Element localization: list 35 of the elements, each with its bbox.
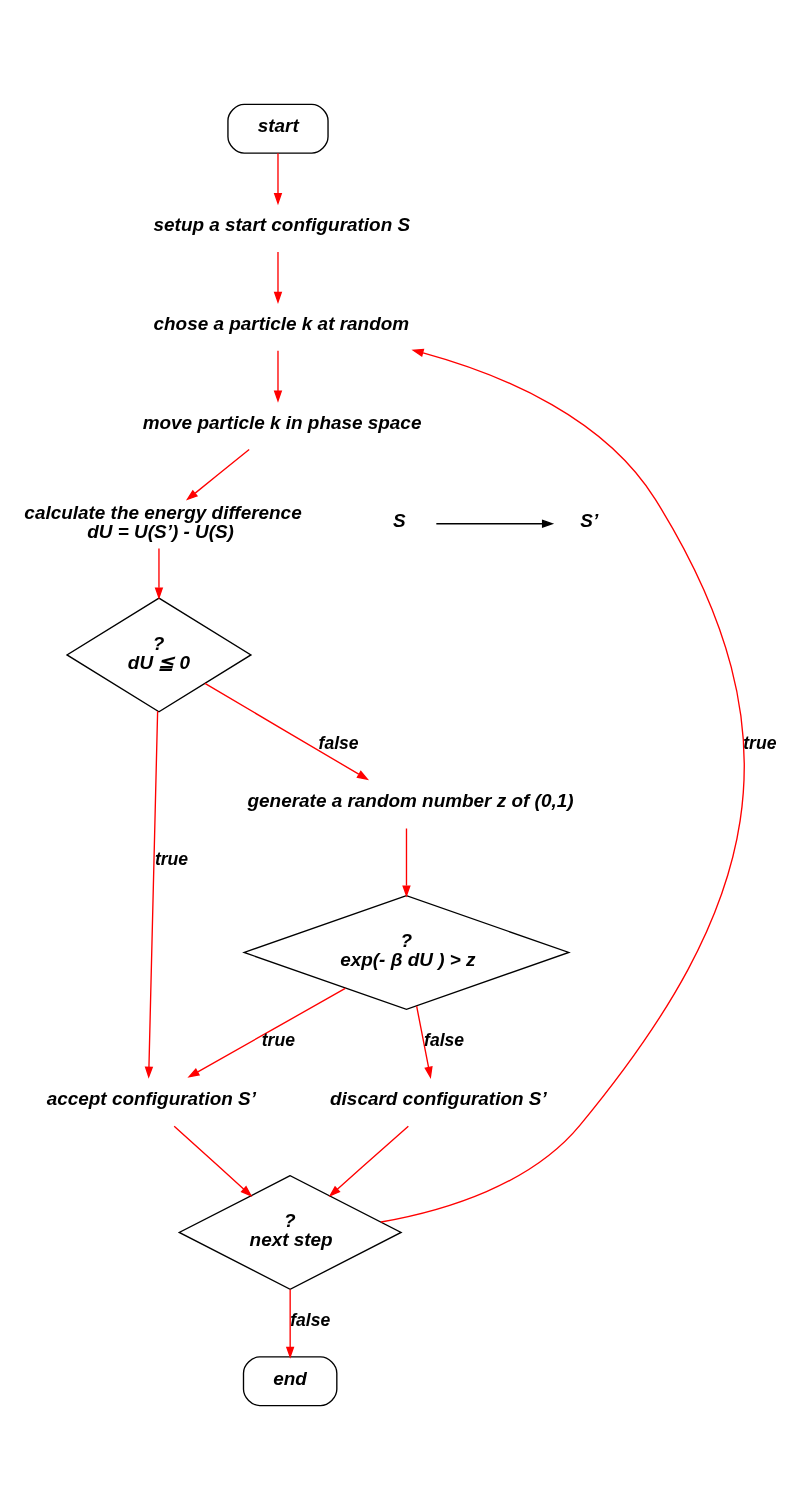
arrow xyxy=(285,1288,295,1359)
node-text: discard configuration S’ xyxy=(330,1087,547,1109)
arrow xyxy=(273,350,283,403)
edge-label: true xyxy=(261,1030,295,1051)
arrow xyxy=(144,710,159,1079)
arrow xyxy=(204,682,370,781)
node-text: chose a particle k at random xyxy=(153,312,410,334)
node-box: start xyxy=(227,103,329,154)
node-text: S xyxy=(392,510,406,532)
edge-label: false xyxy=(290,1310,331,1331)
arrow xyxy=(435,519,555,528)
node-diamond: ? dU ≦ 0 xyxy=(65,597,253,713)
node-diamond: ? next step xyxy=(177,1174,403,1291)
edge-label: true xyxy=(154,849,189,870)
arrow xyxy=(187,987,346,1078)
arrow xyxy=(415,1005,433,1079)
arrow xyxy=(328,1125,409,1197)
node-text: setup a start configuration S xyxy=(153,214,411,236)
arrow xyxy=(380,348,745,1223)
edge-label: false xyxy=(318,732,359,753)
node-text: generate a random number z of (0,1) xyxy=(247,790,574,812)
edge-label: true xyxy=(743,732,777,753)
edge-label: false xyxy=(424,1030,465,1051)
node-text: S’ xyxy=(580,510,599,532)
arrow xyxy=(273,152,283,206)
arrow xyxy=(154,547,164,600)
node-diamond: ? exp(- β dU ) > z xyxy=(242,894,571,1010)
arrow xyxy=(273,251,283,304)
node-text: move particle k in phase space xyxy=(142,411,422,433)
node-box: end xyxy=(242,1356,338,1407)
arrow xyxy=(185,448,250,501)
node-text: calculate the energy difference dU = U(S’) - U(S) xyxy=(24,501,302,542)
arrow xyxy=(173,1125,253,1197)
arrow xyxy=(402,827,411,898)
node-text: accept configuration S’ xyxy=(46,1087,256,1109)
